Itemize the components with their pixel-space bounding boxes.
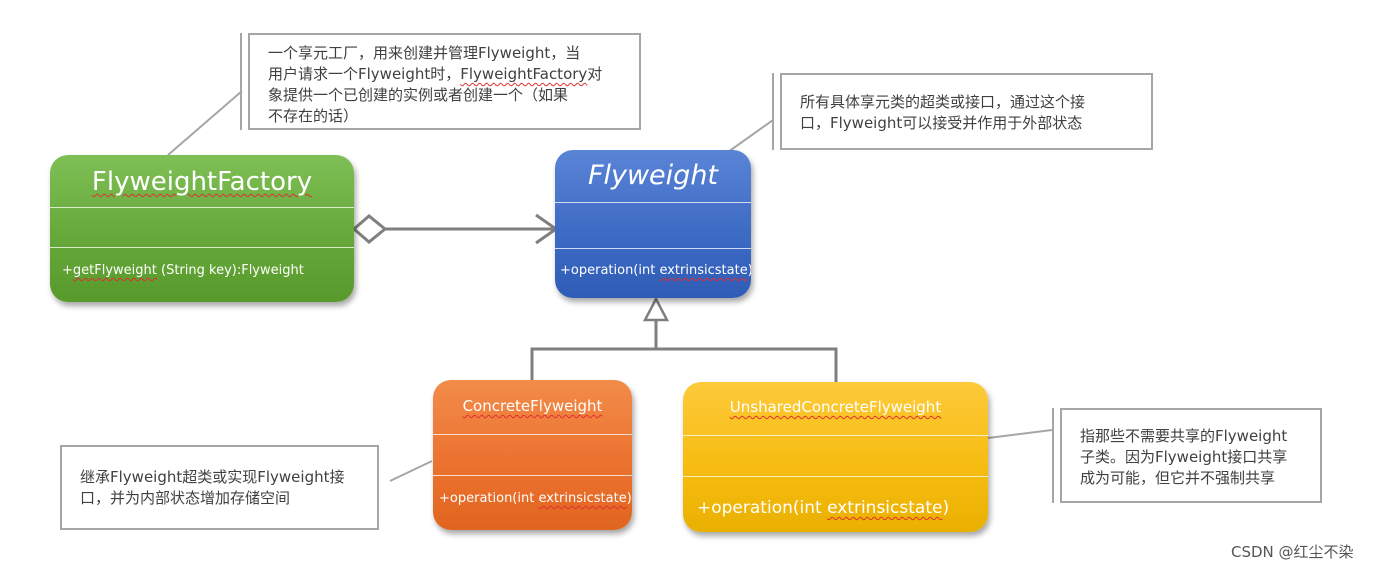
note-flyweight: 所有具体享元类的超类或接口，通过这个接 口，Flyweight可以接受并作用于外… xyxy=(780,73,1153,150)
class-name: UnsharedConcreteFlyweight xyxy=(729,398,942,416)
watermark: CSDN @红尘不染 xyxy=(1231,543,1354,561)
operations-divider xyxy=(433,475,632,476)
note-line: 口，Flyweight可以接受并作用于外部状态 xyxy=(800,114,1083,132)
note-line: 成为可能，但它并不强制共享 xyxy=(1080,469,1276,487)
class-name: FlyweightFactory xyxy=(91,167,313,197)
leader-concrete xyxy=(389,460,433,482)
operation-method: +operation(int extrinsicstate) xyxy=(697,498,950,518)
class-unshared-concrete-flyweight: UnsharedConcreteFlyweight +operation(int… xyxy=(683,382,988,532)
operations-divider xyxy=(50,247,354,248)
note-leaders xyxy=(167,33,1054,503)
attributes-divider xyxy=(555,202,751,203)
note-line: 子类。因为Flyweight接口共享 xyxy=(1080,448,1288,466)
aggregation-connector xyxy=(351,213,559,245)
note-line: 一个享元工厂，用来创建并管理Flyweight，当 xyxy=(268,44,581,62)
note-line: 口，并为内部状态增加存储空间 xyxy=(80,489,291,507)
class-concrete-flyweight: ConcreteFlyweight +operation(int extrins… xyxy=(433,380,632,530)
operations-divider xyxy=(555,248,751,249)
operations-divider xyxy=(683,476,988,477)
class-name: ConcreteFlyweight xyxy=(462,397,603,415)
note-line: 继承Flyweight超类或实现Flyweight接 xyxy=(80,468,345,486)
leader-factory xyxy=(167,90,243,156)
note-unshared-concrete-flyweight: 指那些不需要共享的Flyweight 子类。因为Flyweight接口共享 成为… xyxy=(1060,408,1322,503)
attributes-divider xyxy=(433,434,632,435)
note-flyweight-factory: 一个享元工厂，用来创建并管理Flyweight，当 用户请求一个Flyweigh… xyxy=(248,33,641,130)
class-name: Flyweight xyxy=(587,160,719,191)
leader-flyweight xyxy=(727,119,774,153)
inheritance-bar xyxy=(530,347,838,382)
attributes-divider xyxy=(50,207,354,208)
inheritance-connector xyxy=(530,296,838,382)
note-line: 指那些不需要共享的Flyweight xyxy=(1080,427,1288,445)
class-flyweight-factory: FlyweightFactory +getFlyweight (String k… xyxy=(50,155,354,302)
operation-get-flyweight: +getFlyweight (String key):Flyweight xyxy=(62,263,304,278)
note-line: 不存在的话） xyxy=(268,107,359,125)
leader-unshared xyxy=(987,429,1053,439)
note-concrete-flyweight: 继承Flyweight超类或实现Flyweight接 口，并为内部状态增加存储空… xyxy=(60,445,379,530)
note-line: 所有具体享元类的超类或接口，通过这个接 xyxy=(800,93,1086,111)
inheritance-triangle-icon xyxy=(642,296,670,322)
attributes-divider xyxy=(683,435,988,436)
operation-method: +operation(int extrinsicstate) xyxy=(560,263,751,278)
note-line: 象提供一个已创建的实例或者创建一个（如果 xyxy=(268,86,569,104)
class-flyweight: Flyweight +operation(int extrinsicstate) xyxy=(555,150,751,298)
operation-method: +operation(int extrinsicstate) xyxy=(439,491,632,506)
note-line: 用户请求一个Flyweight时，FlyweightFactory对 xyxy=(268,65,603,83)
aggregation-diamond-icon xyxy=(351,214,388,244)
